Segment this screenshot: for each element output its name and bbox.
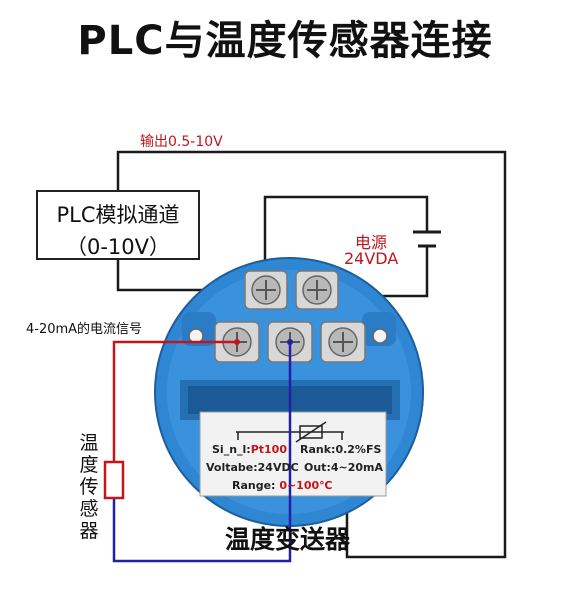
sensor-vertical-label: 温 度 传 感 器 — [78, 432, 100, 542]
nameplate-rank: Rank:0.2%FS — [300, 443, 382, 456]
power-label: 电源 — [355, 233, 388, 252]
plc-box-line1: PLC模拟通道 — [56, 203, 180, 227]
sensor-resistor-icon — [103, 460, 125, 500]
sensor-label-char: 器 — [79, 520, 99, 542]
nameplate-out: Out:4~20mA — [304, 461, 383, 474]
transmitter-label: 温度变送器 — [225, 525, 351, 554]
nameplate-voltage: Voltabe:24VDC — [206, 461, 299, 474]
sensor-label-char: 传 — [79, 476, 99, 498]
nameplate — [199, 411, 387, 497]
mounting-hole-right — [372, 328, 388, 344]
nameplate-signal-value: Pt100 — [250, 443, 287, 456]
terminal-dot-middle — [287, 339, 293, 345]
terminal-dot-left — [234, 339, 240, 345]
plc-box-line2: （0-10V） — [65, 235, 171, 259]
sensor-label-char: 感 — [79, 498, 99, 520]
sensor-label-char: 度 — [79, 454, 99, 476]
nameplate-range-key: Range: — [232, 479, 276, 492]
wire-plc-top-to-right — [116, 150, 507, 559]
current-signal-label: 4-20mA的电流信号 — [26, 322, 143, 337]
nameplate-range-value: 0~100℃ — [279, 479, 333, 492]
wire-sensor-return — [112, 342, 292, 563]
terminal-screw-top-right — [295, 270, 339, 310]
power-voltage-label: 24VDA — [344, 249, 399, 268]
output-label: 输出0.5-10V — [140, 134, 223, 150]
nameplate-range-line: Range: 0~100℃ — [232, 479, 332, 492]
nameplate-signal-key: Si_n_l: — [212, 443, 251, 456]
battery-icon — [413, 230, 441, 248]
terminal-screw-top-left — [244, 270, 288, 310]
wire-power-positive — [263, 195, 429, 290]
page-title: PLC与温度传感器连接 — [77, 18, 493, 64]
wire-current-signal — [112, 340, 237, 462]
black-wires — [116, 150, 507, 559]
sensor-label-char: 温 — [79, 432, 99, 454]
nameplate-signal-line: Si_n_l:Pt100 — [212, 443, 287, 456]
plc-analog-channel-box: PLC模拟通道 （0-10V） — [36, 190, 200, 260]
terminal-screw-bottom-right — [320, 321, 366, 363]
